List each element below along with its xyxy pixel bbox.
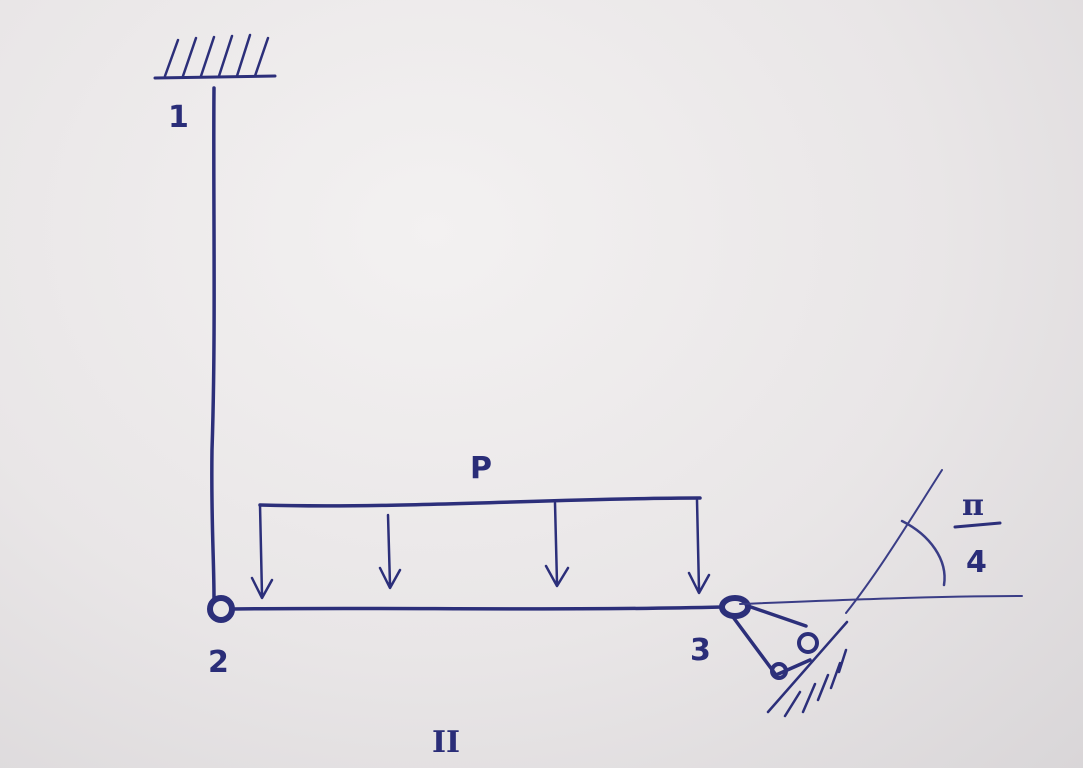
case-number: II bbox=[432, 725, 460, 760]
column-1-2 bbox=[210, 86, 216, 600]
beam-2-3 bbox=[230, 605, 724, 611]
angle-numerator: π bbox=[962, 488, 984, 523]
fraction-bar bbox=[953, 521, 1002, 529]
angle-indicator bbox=[739, 469, 1023, 614]
link-support-node-3 bbox=[719, 595, 849, 718]
fixed-support-top bbox=[153, 33, 277, 80]
node-label-3: 3 bbox=[690, 633, 711, 668]
node-label-1: 1 bbox=[168, 100, 189, 135]
load-label: P bbox=[470, 451, 492, 486]
distributed-load bbox=[250, 496, 711, 600]
angle-denominator: 4 bbox=[966, 545, 987, 580]
node-label-2: 2 bbox=[208, 645, 229, 680]
hinge-node-2 bbox=[207, 595, 235, 623]
